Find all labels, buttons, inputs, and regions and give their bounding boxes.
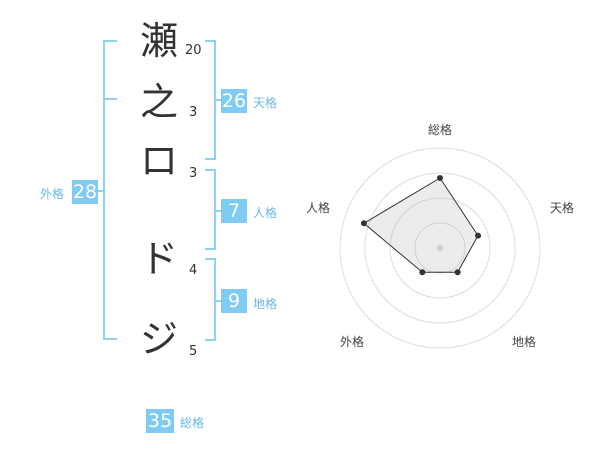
name-char-1: 瀬 (139, 19, 178, 63)
chikaku-bracket (205, 258, 216, 341)
radar-ring (339, 147, 541, 349)
radar-point-3 (454, 269, 461, 276)
stroke-count-4: 4 (189, 263, 198, 278)
radar-ring (364, 172, 516, 324)
chikaku-value-badge: 9 (221, 289, 247, 313)
jinkaku-value-badge: 7 (221, 199, 247, 223)
jinkaku-label: 人格 (253, 206, 278, 220)
gaikaku-value-badge: 28 (72, 180, 98, 204)
gaikaku-bracket (103, 40, 117, 340)
radar-axis-label-tenkaku: 天格 (549, 201, 574, 215)
stroke-count-3: 3 (189, 166, 198, 181)
radar-axis-label-jinkaku: 人格 (305, 201, 330, 215)
radar-series-polygon (363, 177, 479, 273)
gaikaku-label: 外格 (40, 187, 65, 201)
soukaku-label: 総格 (180, 416, 205, 430)
radar-axis-label-gaikaku: 外格 (339, 335, 364, 349)
tenkaku-label: 天格 (253, 96, 278, 110)
radar-center-dot (437, 245, 443, 251)
radar-point-4 (419, 269, 426, 276)
radar-ring (414, 222, 466, 274)
radar-point-1 (437, 175, 443, 181)
bracket-group (98, 40, 221, 341)
stroke-count-5: 5 (189, 344, 198, 359)
stroke-count-1: 20 (185, 43, 202, 58)
radar-point-5 (360, 220, 367, 227)
chikaku-label: 地格 (253, 297, 278, 311)
name-char-3: ロ (139, 139, 178, 183)
radar-axis-label-chikaku: 地格 (511, 335, 536, 349)
name-char-5: ジ (139, 317, 178, 361)
radar-chart (339, 147, 541, 349)
tenkaku-bracket (205, 40, 216, 160)
stroke-count-2: 3 (189, 105, 198, 120)
soukaku-value-badge: 35 (146, 409, 174, 433)
name-char-4: ド (139, 237, 178, 281)
radar-axis-label-soukaku: 総格 (427, 123, 452, 137)
jinkaku-bracket (205, 169, 216, 250)
radar-point-2 (475, 232, 482, 239)
name-char-2: 之 (139, 80, 178, 124)
radar-ring (389, 197, 491, 299)
tenkaku-value-badge: 26 (221, 89, 247, 113)
